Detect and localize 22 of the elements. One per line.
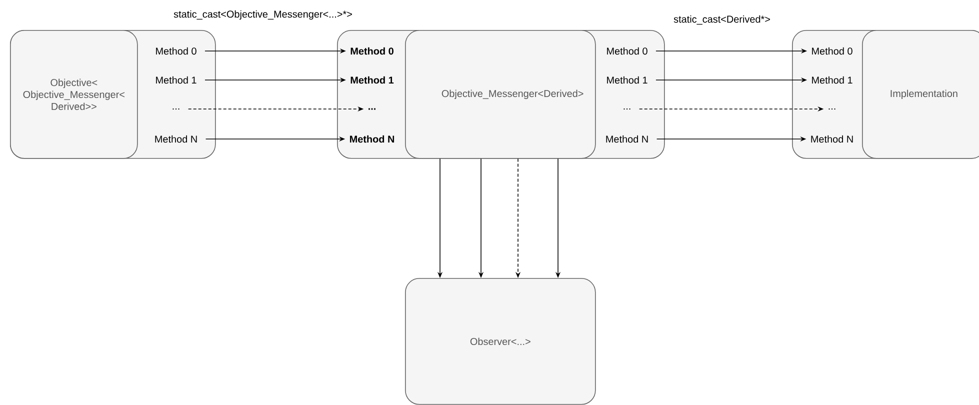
method-label: Method 0 — [350, 47, 394, 55]
method-label: Method 0 — [812, 47, 852, 55]
method-label: Method 0 — [156, 47, 196, 55]
class-box: Objective_Messenger<Derived> — [405, 30, 596, 159]
method-label: Method 1 — [350, 76, 394, 84]
method-label: Method N — [155, 135, 197, 143]
method-label: Method 1 — [607, 76, 648, 84]
method-label: Method 1 — [156, 76, 196, 84]
method-label: Method N — [606, 135, 648, 143]
method-label: ... — [624, 108, 630, 110]
cast-label: static_cast<Objective_Messenger<...>*> — [174, 10, 352, 20]
cast-label: static_cast<Derived*> — [674, 15, 770, 25]
method-label: ... — [368, 108, 376, 110]
method-label: Method N — [350, 135, 394, 143]
method-label: Method 1 — [812, 76, 852, 84]
method-label: ... — [828, 108, 836, 110]
method-label: ... — [172, 108, 180, 110]
method-label: Method N — [811, 135, 853, 143]
class-box: Objective< Objective_Messenger< Derived>> — [10, 30, 138, 159]
method-label: Method 0 — [607, 47, 648, 55]
class-box: Implementation — [862, 30, 979, 159]
observer-box: Observer<...> — [405, 278, 596, 405]
